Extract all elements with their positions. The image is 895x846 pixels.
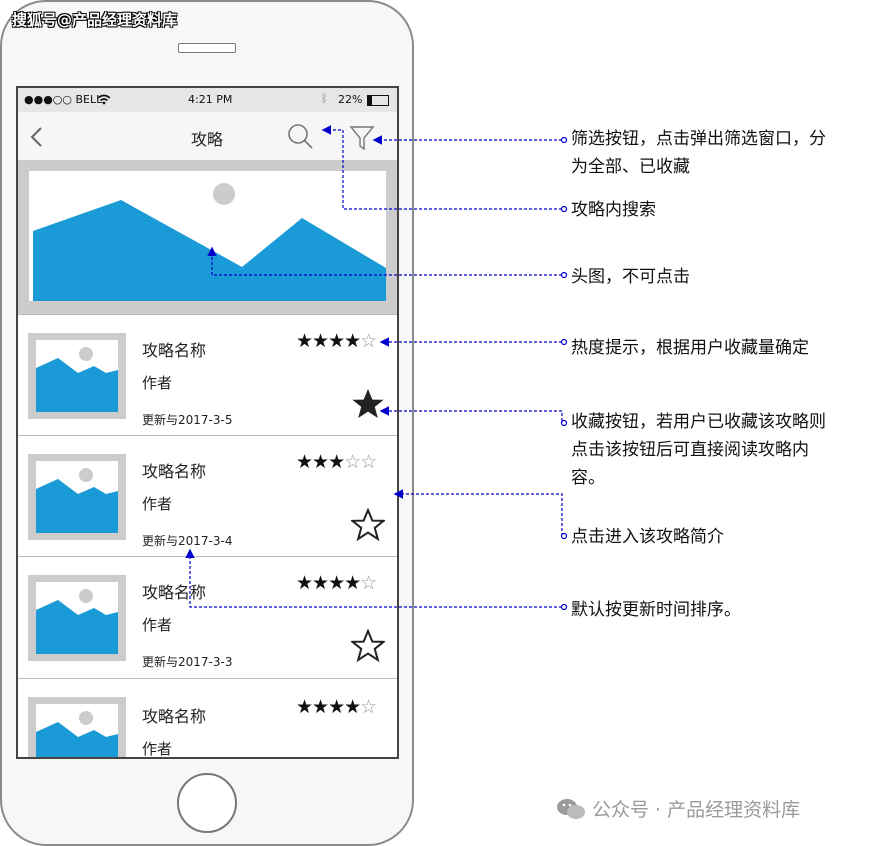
annotation-filter-line2: 为全部、已收藏 bbox=[571, 157, 690, 177]
nav-bar: 攻略 bbox=[18, 112, 397, 161]
wifi-icon bbox=[97, 94, 111, 105]
annotation-item: 点击进入该攻略简介 bbox=[571, 527, 724, 547]
rating-stars: ★★★☆☆ bbox=[296, 451, 377, 473]
battery-label: 22% bbox=[338, 93, 363, 106]
favorite-star-filled-icon[interactable] bbox=[351, 387, 385, 421]
image-placeholder-icon bbox=[36, 347, 118, 412]
hero-image bbox=[18, 160, 397, 314]
hero-image-frame bbox=[29, 171, 386, 301]
thumbnail bbox=[28, 333, 126, 419]
image-placeholder-icon bbox=[36, 589, 118, 654]
list-item[interactable]: 攻略名称 作者 更新与2017-3-3 ★★★★☆ bbox=[18, 556, 397, 678]
image-placeholder-icon bbox=[36, 711, 118, 757]
wechat-icon bbox=[557, 799, 585, 819]
thumbnail bbox=[28, 697, 126, 757]
thumbnail bbox=[28, 454, 126, 540]
annotation-filter: 筛选按钮，点击弹出筛选窗口，分 为全部、已收藏 bbox=[571, 125, 826, 181]
carrier-label: ●●●○○ BELL bbox=[24, 93, 103, 106]
item-date: 更新与2017-3-5 bbox=[142, 413, 233, 427]
rating-stars: ★★★★☆ bbox=[296, 330, 377, 352]
item-date: 更新与2017-3-3 bbox=[142, 655, 233, 669]
phone-screen: ●●●○○ BELL 4:21 PM ᛒ 22% 攻略 bbox=[16, 86, 399, 759]
time-label: 4:21 PM bbox=[188, 93, 233, 106]
item-author: 作者 bbox=[142, 616, 173, 634]
rating-stars: ★★★★☆ bbox=[296, 572, 377, 594]
item-author: 作者 bbox=[142, 740, 173, 758]
image-placeholder-icon bbox=[36, 468, 118, 533]
list-item[interactable]: 攻略名称 作者 ★★★★☆ bbox=[18, 678, 397, 758]
favorite-star-outline-icon[interactable] bbox=[351, 508, 385, 542]
annotation-filter-line1: 筛选按钮，点击弹出筛选窗口，分 bbox=[571, 129, 826, 149]
watermark-bottom: 公众号 · 产品经理资料库 bbox=[592, 799, 801, 821]
favorite-star-outline-icon[interactable] bbox=[351, 629, 385, 663]
battery-icon bbox=[367, 95, 389, 106]
status-bar: ●●●○○ BELL 4:21 PM ᛒ 22% bbox=[18, 88, 397, 112]
search-icon[interactable] bbox=[287, 123, 315, 151]
annotation-search: 攻略内搜索 bbox=[571, 200, 656, 220]
annotation-hero: 头图，不可点击 bbox=[571, 267, 690, 287]
annotation-favorite-line2: 点击该按钮后可直接阅读攻略内 bbox=[571, 440, 809, 460]
item-title: 攻略名称 bbox=[142, 707, 207, 726]
rating-stars: ★★★★☆ bbox=[296, 696, 377, 718]
annotation-favorite-line1: 收藏按钮，若用户已收藏该攻略则 bbox=[571, 412, 826, 432]
item-author: 作者 bbox=[142, 495, 173, 513]
annotation-favorite-line3: 容。 bbox=[571, 468, 605, 488]
item-title: 攻略名称 bbox=[142, 462, 207, 481]
item-title: 攻略名称 bbox=[142, 341, 207, 360]
bluetooth-icon: ᛒ bbox=[321, 92, 328, 105]
annotation-rating: 热度提示，根据用户收藏量确定 bbox=[571, 338, 809, 358]
page-title: 攻略 bbox=[191, 130, 224, 149]
thumbnail bbox=[28, 575, 126, 661]
filter-icon[interactable] bbox=[349, 125, 375, 151]
phone-speaker bbox=[178, 43, 236, 53]
home-button[interactable] bbox=[177, 773, 237, 833]
back-icon[interactable] bbox=[28, 126, 44, 148]
list-item[interactable]: 攻略名称 作者 更新与2017-3-5 ★★★★☆ bbox=[18, 314, 397, 436]
item-date: 更新与2017-3-4 bbox=[142, 534, 233, 548]
annotation-sort: 默认按更新时间排序。 bbox=[571, 600, 741, 620]
annotation-favorite: 收藏按钮，若用户已收藏该攻略则 点击该按钮后可直接阅读攻略内 容。 bbox=[571, 408, 826, 492]
list-item[interactable]: 攻略名称 作者 更新与2017-3-4 ★★★☆☆ bbox=[18, 435, 397, 557]
item-author: 作者 bbox=[142, 374, 173, 392]
watermark-top: 搜狐号@产品经理资料库 bbox=[12, 11, 178, 29]
